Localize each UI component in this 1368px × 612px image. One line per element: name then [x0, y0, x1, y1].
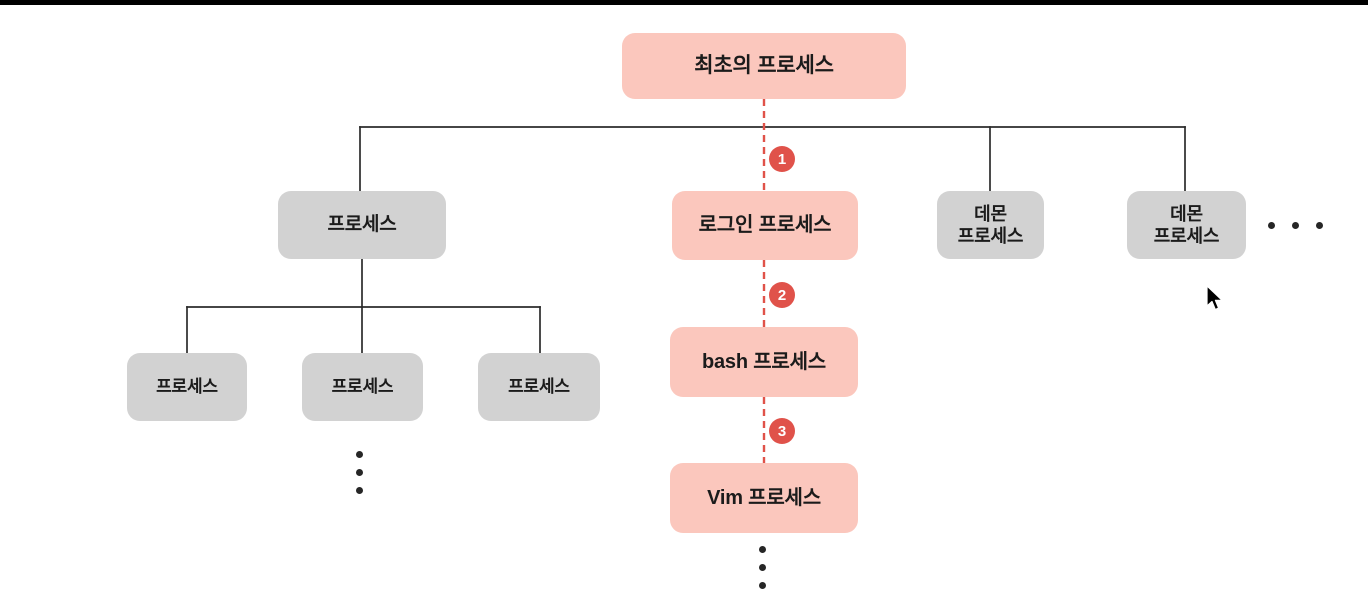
step-badge-label: 3 — [777, 422, 787, 440]
step-badge-label: 2 — [777, 286, 787, 304]
node-bash-process[interactable]: bash 프로세스 — [670, 327, 858, 397]
node-process-b2[interactable]: 프로세스 — [302, 353, 423, 421]
node-label: 데몬 프로세스 — [1153, 203, 1220, 247]
node-label: 프로세스 — [331, 377, 394, 397]
dot — [759, 582, 766, 589]
step-badge-3: 3 — [769, 418, 795, 444]
node-daemon-process-1[interactable]: 데몬 프로세스 — [937, 191, 1044, 259]
ellipsis-under-vim-process — [759, 546, 766, 589]
node-label: 로그인 프로세스 — [698, 214, 832, 236]
ellipsis-right-of-daemons — [1268, 222, 1323, 229]
node-label: Vim 프로세스 — [707, 486, 821, 509]
dot — [759, 546, 766, 553]
node-label: 최초의 프로세스 — [694, 53, 834, 77]
node-process-b3[interactable]: 프로세스 — [478, 353, 600, 421]
node-label: 프로세스 — [156, 377, 218, 397]
node-login-process[interactable]: 로그인 프로세스 — [672, 191, 858, 260]
node-process-b1[interactable]: 프로세스 — [127, 353, 247, 421]
step-badge-label: 1 — [777, 150, 787, 168]
dot — [1268, 222, 1275, 229]
ellipsis-under-process-b2 — [356, 451, 363, 494]
node-label: 데몬 프로세스 — [957, 203, 1024, 247]
node-label: bash 프로세스 — [701, 350, 827, 373]
node-label: 프로세스 — [327, 214, 397, 236]
top-border-bar — [0, 0, 1368, 5]
mouse-pointer-icon — [1206, 285, 1223, 311]
dot — [759, 564, 766, 571]
node-daemon-process-2[interactable]: 데몬 프로세스 — [1127, 191, 1246, 259]
node-vim-process[interactable]: Vim 프로세스 — [670, 463, 858, 533]
step-badge-2: 2 — [769, 282, 795, 308]
dot — [1292, 222, 1299, 229]
dot — [356, 487, 363, 494]
node-process-a[interactable]: 프로세스 — [278, 191, 446, 259]
dot — [356, 451, 363, 458]
dot — [1316, 222, 1323, 229]
node-init-process[interactable]: 최초의 프로세스 — [622, 33, 906, 99]
step-badge-1: 1 — [769, 146, 795, 172]
node-label: 프로세스 — [508, 377, 570, 397]
dot — [356, 469, 363, 476]
